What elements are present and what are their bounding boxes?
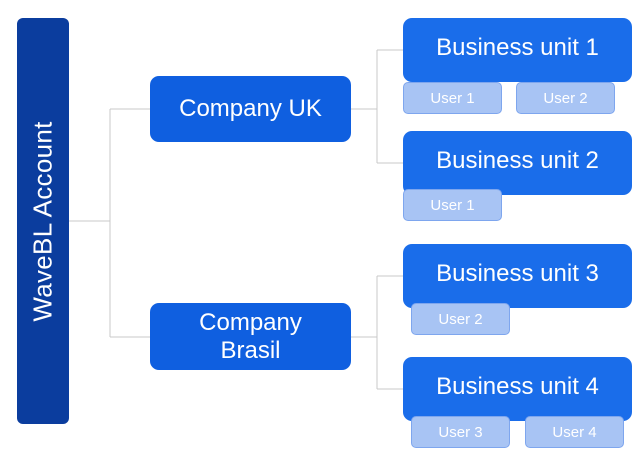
business-unit-4-node: Business unit 4	[403, 357, 632, 421]
user-label: User 2	[543, 89, 588, 107]
business-unit-1-label: Business unit 1	[436, 34, 599, 61]
user-label: User 1	[430, 196, 475, 214]
user-label: User 2	[438, 310, 483, 328]
user-badge-unit-4-user-3: User 3	[411, 416, 510, 448]
user-badge-unit-1-user-2: User 2	[516, 82, 615, 114]
business-unit-4-label: Business unit 4	[436, 373, 599, 400]
business-unit-2-node: Business unit 2	[403, 131, 632, 195]
company-uk-node: Company UK	[150, 76, 351, 142]
account-node: WaveBL Account	[17, 18, 69, 424]
user-label: User 1	[430, 89, 475, 107]
company-uk-label: Company UK	[179, 95, 322, 122]
user-badge-unit-1-user-1: User 1	[403, 82, 502, 114]
user-label: User 4	[552, 423, 597, 441]
user-badge-unit-4-user-4: User 4	[525, 416, 624, 448]
business-unit-3-node: Business unit 3	[403, 244, 632, 308]
company-brasil-label: Company Brasil	[199, 308, 302, 364]
business-unit-3-label: Business unit 3	[436, 260, 599, 287]
company-brasil-node: Company Brasil	[150, 303, 351, 370]
business-unit-1-node: Business unit 1	[403, 18, 632, 82]
user-badge-unit-2-user-1: User 1	[403, 189, 502, 221]
account-label: WaveBL Account	[27, 120, 58, 322]
user-badge-unit-3-user-2: User 2	[411, 303, 510, 335]
user-label: User 3	[438, 423, 483, 441]
business-unit-2-label: Business unit 2	[436, 147, 599, 174]
